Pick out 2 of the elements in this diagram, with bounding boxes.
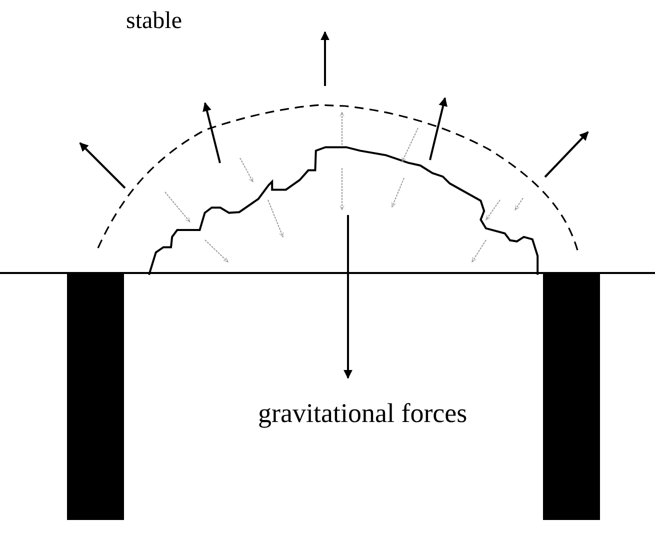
force-label: gravitational forces (258, 398, 468, 429)
force-label: stable (126, 8, 182, 35)
